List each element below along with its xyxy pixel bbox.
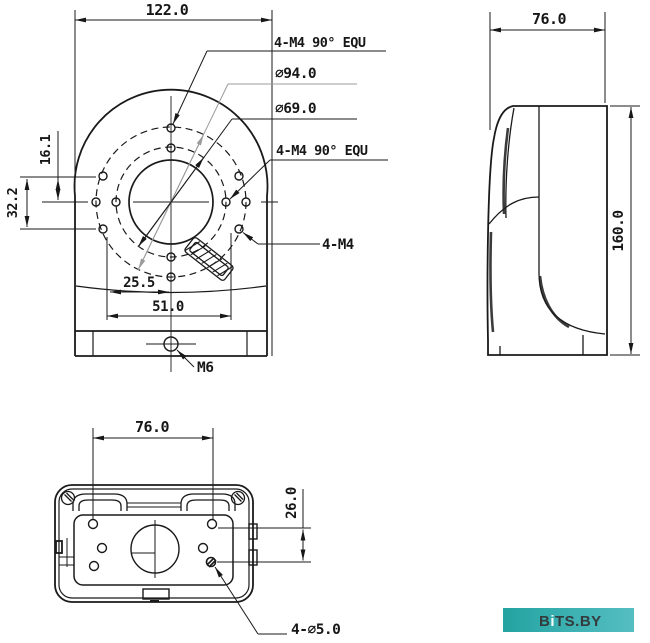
bottom-holes [87,518,218,572]
callout-d94-label: ∅94.0 [275,66,316,82]
dim-26-0-label: 26.0 [284,487,300,519]
dim-16-1: 16.1 [38,131,96,203]
corner-screw-right [230,490,246,506]
dim-25-5-label: 25.5 [123,275,155,291]
watermark-bar [503,608,634,632]
callout-m4-mid-label: 4-M4 90° EQU [276,143,368,159]
side-clips [55,523,258,602]
callout-holes-5-label: 4-∅5.0 [291,622,340,638]
callout-m4-mid: 4-M4 90° EQU [229,143,388,200]
callout-m4-top: 4-M4 90° EQU [172,35,386,125]
front-view: 122.0 16.1 32.2 25.5 51.0 [5,1,388,376]
dim-front-width: 122.0 [74,1,273,356]
dim-25-5: 25.5 [106,237,169,320]
dim-32-2: 32.2 [5,176,96,230]
side-outline [486,105,608,356]
dim-front-width-label: 122.0 [146,1,189,19]
bottom-center-circle [130,520,180,578]
arch-connector [127,502,181,508]
dim-bottom-width: 76.0 [92,418,214,519]
dim-side-width: 76.0 [489,10,606,130]
callout-m4-side: 4-M4 [242,232,354,253]
side-view: 76.0 160.0 [486,10,640,356]
m6-hole: M6 [146,336,214,376]
dim-side-height: 160.0 [610,105,640,356]
side-shading [489,127,570,333]
callout-m4-side-label: 4-M4 [322,237,354,253]
callout-holes-5: 4-∅5.0 [214,566,341,638]
dim-51-0: 51.0 [107,233,232,320]
cable-slot [184,237,234,281]
m6-label: M6 [197,360,213,376]
callout-m4-top-label: 4-M4 90° EQU [274,35,366,51]
arch-slot-right [180,493,236,511]
bottom-hatched-hole [205,556,217,568]
dim-side-width-label: 76.0 [532,10,567,28]
watermark-text: BiTS.BY [539,613,602,630]
front-circles [95,126,247,278]
watermark: BiTS.BY [503,608,634,632]
dim-51-0-label: 51.0 [152,299,184,315]
callout-d69-label: ∅69.0 [275,101,316,117]
callout-d94: ∅94.0 [137,66,357,271]
dim-16-1-label: 16.1 [38,134,54,165]
front-holes [91,123,251,282]
dim-32-2-label: 32.2 [5,188,21,219]
dim-bottom-width-label: 76.0 [135,418,170,436]
dim-26-0: 26.0 [217,487,311,563]
bottom-view: 76.0 26.0 4-∅5.0 [54,418,341,638]
dim-side-height-label: 160.0 [611,210,627,251]
callout-d69: ∅69.0 [137,101,357,247]
arch-slot-left [72,493,128,511]
